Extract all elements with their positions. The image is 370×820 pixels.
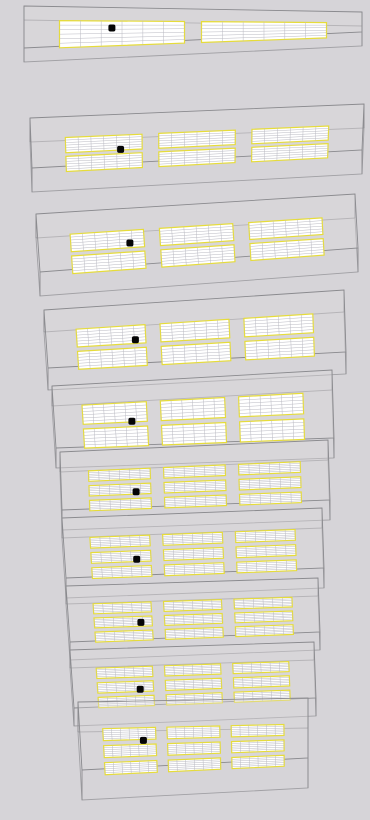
layer-9-marker: [137, 686, 144, 693]
layer-2: [30, 104, 364, 192]
layer-1-marker: [108, 25, 115, 32]
layer-3-marker: [126, 240, 133, 247]
layer-7-marker: [133, 556, 140, 563]
layer-3: [36, 194, 358, 296]
layer-2-marker: [117, 146, 124, 153]
layer-10-marker: [140, 737, 147, 744]
layer-1: [24, 6, 362, 62]
layer-10: [78, 698, 308, 800]
layer-4-marker: [132, 336, 139, 343]
layer-5-marker: [128, 418, 135, 425]
layer-8-marker: [137, 619, 144, 626]
layer-6-marker: [133, 488, 140, 495]
